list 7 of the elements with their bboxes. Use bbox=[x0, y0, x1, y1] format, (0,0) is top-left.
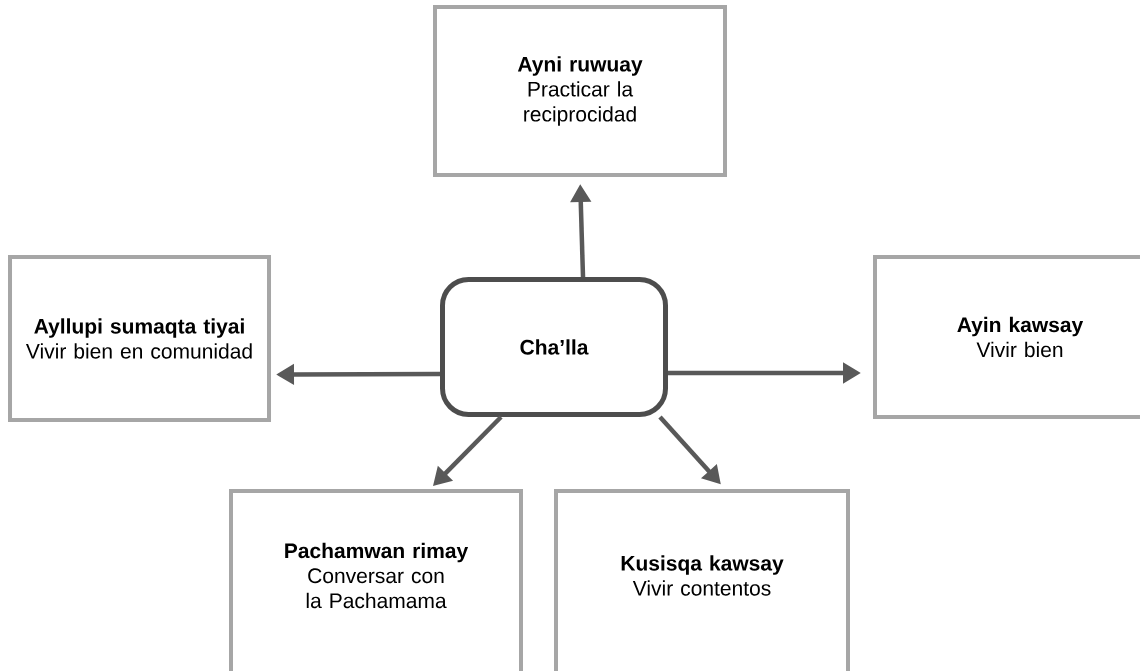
arrow bbox=[433, 415, 503, 486]
concept-box: Ayllupi sumaqta tiyai Vivir bien en comunidad bbox=[8, 255, 271, 422]
concept-box: Ayni ruwuay Practicar la reciprocidad bbox=[433, 5, 727, 177]
concept-box: Kusisqa kawsay Vivir contentos bbox=[554, 489, 850, 671]
central-box: Cha’lla bbox=[440, 277, 668, 417]
concept-box: Pachamwan rimay Conversar con la Pachamama bbox=[229, 489, 523, 671]
concept-box: Ayin kawsay Vivir bien bbox=[873, 255, 1140, 419]
